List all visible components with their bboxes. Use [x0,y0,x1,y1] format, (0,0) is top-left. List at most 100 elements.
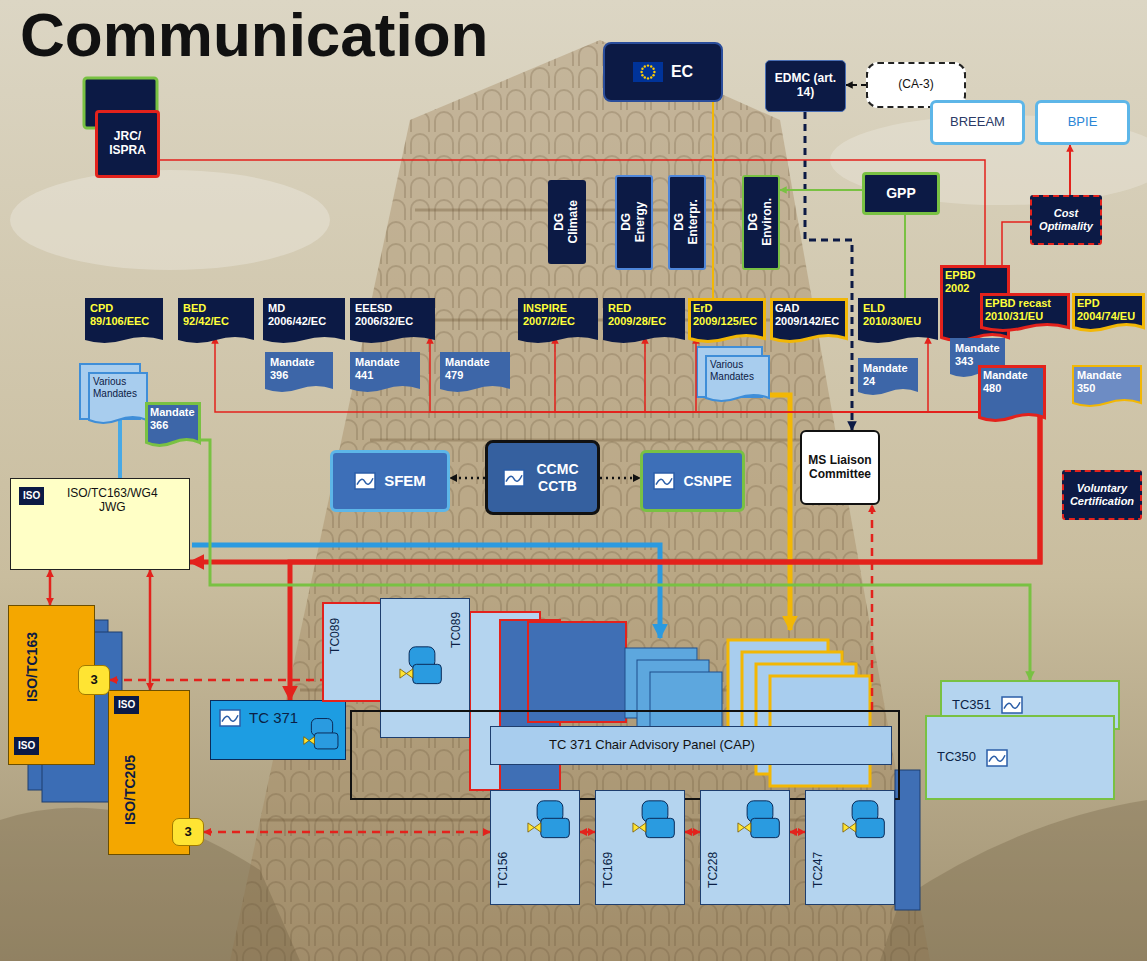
connector [580,831,595,834]
node-label: TC350 [937,750,976,765]
node-label: ErD 2009/125/EC [693,302,762,327]
document-shape [690,300,765,342]
cen-icon-part [989,755,1005,761]
stack-sheet [528,622,626,722]
document-shape [440,352,510,392]
cen-icon-part [504,470,524,486]
liaison-committee-box: MS Liaison Committee [800,430,880,505]
flag-icon-part [640,71,642,73]
node-label: Mandate 366 [150,406,197,431]
mandate-document: Mandate 396 [265,352,333,395]
connector [790,831,805,834]
mandate-document: Mandate 24 [858,358,918,398]
node-label: CCMC CCTB [533,461,583,493]
node-label: MD 2006/42/EC [268,302,341,327]
directive-document: GAD 2009/142/EC [770,298,848,346]
logo-text: ISO [114,696,139,714]
document-shape [350,352,420,392]
person-icon-part [856,818,885,837]
diagram-title: Communication [20,2,488,67]
node-label: CSNPE [683,473,731,489]
node-label: EPD 2004/74/EU [1077,297,1141,322]
node-label: Mandate 343 [955,342,1001,367]
node-label: EPBD recast 2010/31/EU [985,297,1066,322]
technical-committee-box: TC350 [925,715,1115,800]
connector [1002,222,1030,265]
connector [450,477,485,480]
mandates-stack: Various Mandates [88,372,148,427]
document-shape [858,298,938,343]
connector [1069,145,1071,195]
node-label: CPD 89/106/EEC [90,302,159,327]
connector [904,215,906,298]
document-shape [1074,295,1144,331]
directive-document: MD 2006/42/EC [263,298,345,346]
directive-document: ELD 2010/30/EU [858,298,938,346]
technical-committee-box: TC169 [595,790,685,905]
person-icon-part [751,818,780,837]
connector [645,337,978,412]
commission-box: EC [603,42,723,102]
organisation-box: BREEAM [930,100,1025,145]
working-group-box: ISOISO/TC163/WG4 JWG [10,478,190,570]
tower-tiers [260,210,900,820]
research-centre-box: JRC/ ISPRA [95,110,160,178]
directorate-box: DG Environ. [742,175,780,270]
technical-committee-box: TC089 [380,598,470,738]
flag-icon-part [650,76,652,78]
flag-logo [633,62,663,82]
document-shape [772,300,847,342]
flag-icon-part [650,65,652,67]
procurement-box: GPP [862,172,940,215]
callout-number: 3 [78,665,110,695]
connector [149,570,152,690]
title-holder: Communication [20,2,488,67]
mandate-document: Mandate 350 [1072,365,1142,410]
node-label: Various Mandates [710,359,764,382]
document-shape [147,404,200,446]
flag-icon-part [647,77,649,79]
document-shape [706,356,769,401]
directive-document: RED 2009/28/EC [603,298,685,346]
connector [600,477,640,480]
cen-logo [1001,696,1023,714]
advisory-panel-frame: TC 371 Chair Advisory Panel (CAP) [350,710,900,800]
node-label: (CA-3) [898,78,933,92]
node-label: DG Environ. [747,194,775,250]
node-label: Mandate 441 [355,356,407,381]
directive-document: ErD 2009/125/EC [688,298,766,346]
directive-document: EPD 2004/74/EU [1072,293,1145,335]
cen-icon-part [220,710,240,726]
person-icon-part [400,669,413,678]
person-icon-part [738,823,751,832]
node-label: Various Mandates [93,376,144,399]
flag-icon-part [633,62,663,82]
connector [118,418,122,478]
document-shape [980,367,1045,421]
person-figure [399,645,445,691]
flag-icon-part [643,76,645,78]
connector [430,337,978,412]
node-label: TC 371 [249,709,298,726]
node-label: INSPIRE 2007/2/EC [523,302,594,327]
person-icon-part [304,737,315,745]
tower-arches [230,40,930,961]
document-shape [518,298,598,343]
cen-logo [503,469,525,487]
person-icon-part [633,823,646,832]
cen-icon-part [357,478,373,484]
directive-document: BED 92/42/EC [178,298,254,346]
document-shape [982,295,1069,331]
cen-logo [986,749,1008,767]
node-label: DG Energy [620,194,648,250]
cen-logo [653,472,675,490]
node-label: Mandate 480 [983,369,1035,394]
document-shape [1073,366,1141,406]
cen-icon-part [654,473,674,489]
node-label: EPBD 2002 [945,269,985,294]
flow-line [770,395,790,630]
technical-committee-box: TC247 [805,790,895,905]
node-label: TC156 [497,840,511,900]
